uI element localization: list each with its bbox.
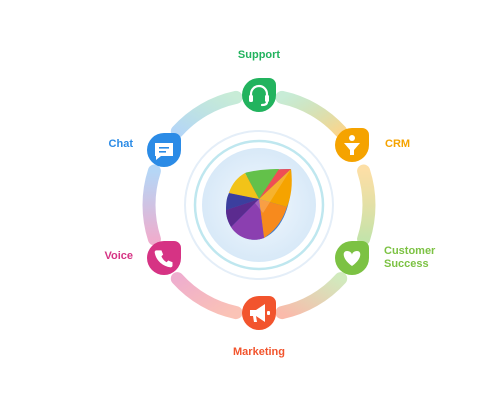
megaphone-icon [250,304,270,322]
marketing-label: Marketing [233,346,285,359]
customer-success-label-line-1: Customer [384,245,436,257]
customer-success-label-line-2: Success [384,258,429,270]
ring-segment-chat-support [170,90,243,138]
voice-node[interactable] [147,241,181,275]
ring-segment-marketing-voice [170,272,243,320]
inner-ring [193,139,325,271]
ring-segment-customer-marketing [275,272,348,320]
outer-ring [142,90,376,320]
crm-label: CRM [385,138,410,151]
customer-success-label: Customer Success [384,245,435,271]
support-node[interactable] [242,78,276,112]
chat-label: Chat [109,138,133,151]
headset-icon [249,84,269,107]
ring-segment-crm-customer [357,164,376,246]
chat-icon [155,143,173,160]
marketing-label-line: Marketing [233,346,285,358]
chat-label-line: Chat [108,138,133,150]
logo-leaf-icon [226,169,292,240]
ring-segment-voice-chat [142,164,161,246]
inner-ring-outer [184,130,334,280]
ring-segment-support-crm [275,90,348,138]
support-label: Support [238,49,280,62]
voice-label-line: Voice [104,250,133,262]
crm-label-line: CRM [385,138,411,150]
support-label-line: Support [237,49,281,61]
customer-success-node[interactable] [335,241,369,275]
crm-node[interactable] [335,128,369,162]
chat-node[interactable] [147,133,181,167]
phone-icon [154,250,173,268]
heart-icon [343,251,361,266]
voice-label: Voice [104,250,133,263]
marketing-node[interactable] [242,296,276,330]
funnel-icon [344,135,360,155]
